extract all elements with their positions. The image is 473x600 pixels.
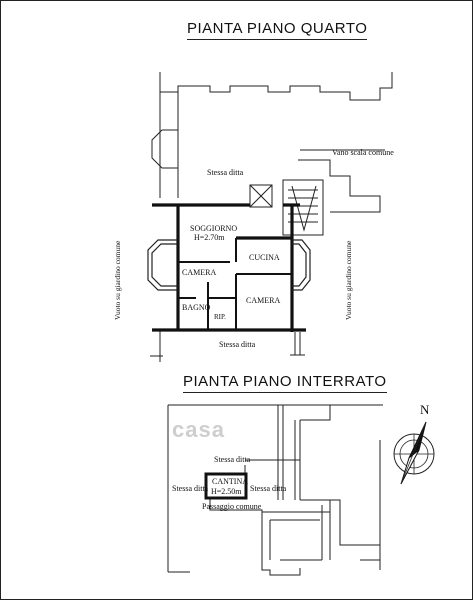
label-stessa-ditta-upper-top: Stessa ditta (207, 168, 244, 177)
label-cantina: CANTINA (212, 477, 248, 486)
label-passaggio-comune: Passaggio comune (202, 502, 262, 511)
title-piano-interrato: PIANTA PIANO INTERRATO (183, 373, 387, 393)
label-vuoto-left: Vuoto su giardino comune (113, 240, 122, 320)
label-stessa-ditta-upper-bottom: Stessa ditta (219, 340, 256, 349)
label-soggiorno: SOGGIORNO (190, 224, 238, 233)
label-cantina-height: H=2.50m (211, 487, 242, 496)
compass-north-label: N (420, 402, 430, 417)
watermark: casa (172, 417, 225, 442)
label-rip: RIP. (214, 313, 226, 321)
label-camera-left: CAMERA (182, 268, 217, 277)
compass (393, 421, 435, 485)
label-bagno: BAGNO (182, 303, 211, 312)
label-camera-right: CAMERA (246, 296, 281, 305)
label-stessa-ditta-lower-left: Stessa ditta (172, 484, 209, 493)
label-vano-scala: Vano scala comune (332, 148, 394, 157)
label-cucina: CUCINA (249, 253, 280, 262)
label-stessa-ditta-lower-right: Stessa ditta (250, 484, 287, 493)
label-stessa-ditta-lower-top: Stessa ditta (214, 455, 251, 464)
label-vuoto-right: Vuoto su giardino comune (344, 240, 353, 320)
title-piano-quarto: PIANTA PIANO QUARTO (187, 20, 368, 40)
label-soggiorno-height: H=2.70m (194, 233, 225, 242)
